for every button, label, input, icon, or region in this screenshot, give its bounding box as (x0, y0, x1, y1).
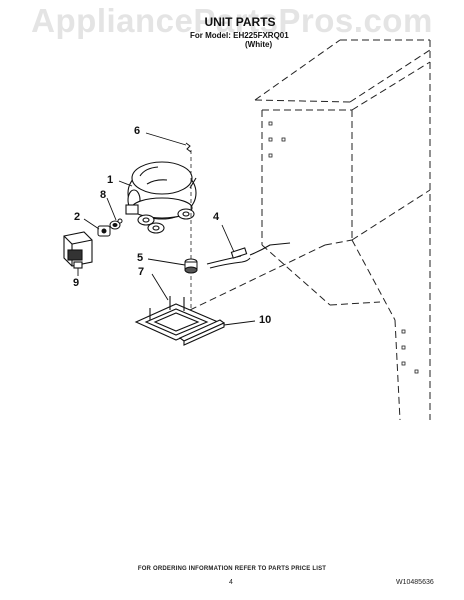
part-10-rail (178, 319, 226, 346)
model-line: For Model: EH225FXRQ01 (190, 31, 289, 40)
callout-2: 2 (74, 211, 81, 223)
part-8-terminal (109, 218, 123, 230)
model-color: (White) (245, 40, 273, 49)
compressor-part (125, 161, 197, 234)
part-2-overload (97, 225, 111, 237)
part-5-grommet (184, 258, 198, 274)
document-code: W10485636 (396, 579, 434, 586)
watermark: AppliancePartsPros.com (31, 2, 433, 39)
ordering-info: FOR ORDERING INFORMATION REFER TO PARTS … (137, 566, 327, 572)
callout-6: 6 (134, 125, 141, 137)
page-number: 4 (229, 579, 233, 586)
callout-5: 5 (137, 252, 144, 264)
page-title: UNIT PARTS (204, 15, 276, 29)
callout-4: 4 (213, 211, 220, 223)
leader-lines (77, 132, 256, 326)
callout-1: 1 (107, 174, 114, 186)
callout-10: 10 (259, 314, 272, 326)
part-9-relay (63, 231, 93, 269)
part-4-harness (206, 242, 291, 269)
callout-8: 8 (100, 189, 107, 201)
cabinet-outline (189, 39, 431, 421)
callout-7: 7 (138, 266, 145, 278)
cabinet-holes (268, 121, 419, 374)
callout-9: 9 (73, 277, 80, 289)
part-6-clip (185, 142, 192, 153)
